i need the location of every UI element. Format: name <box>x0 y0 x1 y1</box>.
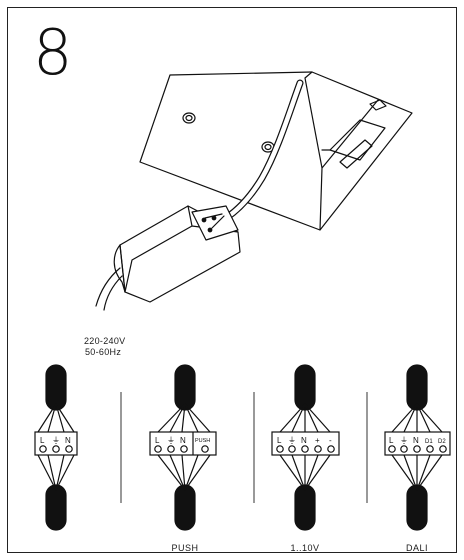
output-lead <box>103 275 123 311</box>
terminal-label: L <box>40 436 45 445</box>
terminal-label: L <box>155 436 160 445</box>
caption-1-10v: 1..10V <box>290 543 320 553</box>
terminal-label: N <box>180 436 186 445</box>
screw-icon <box>182 112 196 124</box>
terminal-label: L <box>277 436 282 445</box>
terminal-label: D1 <box>425 439 433 445</box>
wiring-diagram-dali <box>384 364 451 531</box>
output-lead <box>95 267 121 307</box>
terminal-label: ⏚ <box>288 436 296 445</box>
terminal-label: N <box>65 436 71 445</box>
terminal-label: - <box>329 436 332 445</box>
terminal-label: L <box>389 436 394 445</box>
wiring-diagram-0-10v <box>271 364 340 531</box>
frequency-text: 50-60Hz <box>85 347 122 357</box>
terminal-label: ⏚ <box>400 436 408 445</box>
supply-voltage-label: 220-240V 50-60Hz <box>84 336 164 358</box>
terminal-label: N <box>413 436 419 445</box>
driver-terminal <box>191 205 239 241</box>
wiring-diagram-basic <box>34 364 78 531</box>
step-number: 8 <box>33 16 73 89</box>
ceiling-recess <box>304 71 379 231</box>
caption-dali: DALI <box>405 543 428 553</box>
voltage-text: 220-240V <box>84 336 126 346</box>
terminal-label: N <box>301 436 307 445</box>
terminal-label: ⏚ <box>167 436 175 445</box>
terminal-label: D2 <box>438 439 446 445</box>
terminal-label: + <box>315 436 320 445</box>
panel-frame <box>7 7 457 553</box>
wiring-diagram-push <box>149 364 217 531</box>
terminal-label: ⏚ <box>52 436 60 445</box>
push-terminal-label: PUSH <box>195 438 210 444</box>
caption-push: PUSH <box>171 543 199 553</box>
